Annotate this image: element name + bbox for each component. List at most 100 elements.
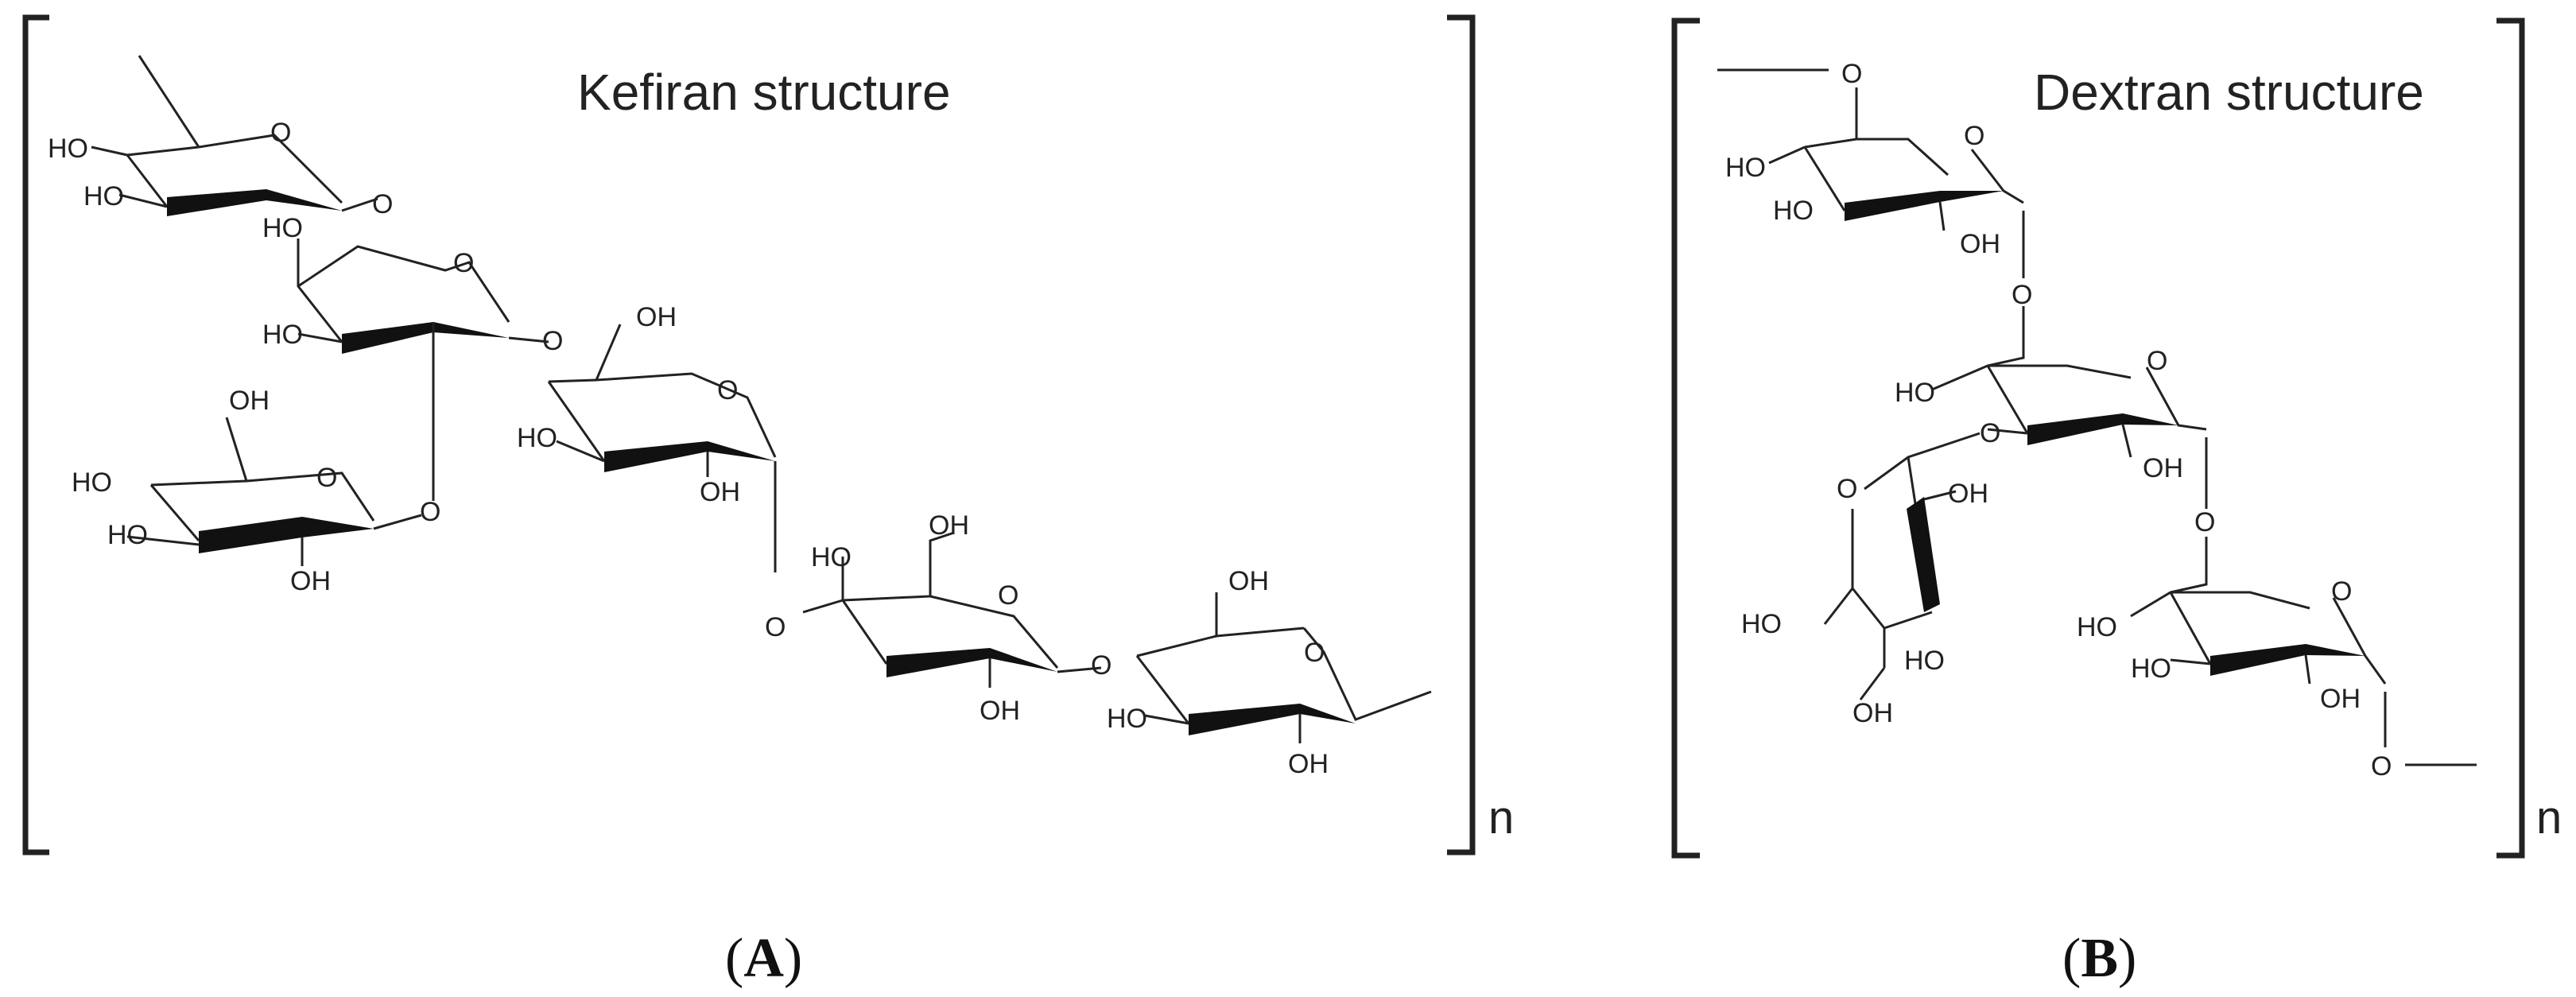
wedge-bond [1845, 191, 2004, 221]
bond-line [138, 55, 200, 148]
bond-line [594, 324, 777, 458]
panel-label-a: (A) [725, 928, 802, 989]
dextran-title: Dextran structure [2034, 64, 2424, 121]
atom-label: O [2331, 576, 2352, 607]
atom-label: O [420, 497, 440, 527]
atom-label: OH [290, 566, 331, 596]
atom-label: OH [2320, 684, 2361, 714]
bond-line [373, 514, 422, 530]
bond-line [2121, 424, 2132, 458]
atom-label: OH [1228, 566, 1269, 596]
bond-line [1938, 201, 1946, 231]
bond-line [149, 484, 200, 541]
bond-line [2145, 367, 2207, 431]
atom-label: O [316, 463, 337, 493]
atom-label: O [2194, 507, 2215, 537]
bond-line [1803, 146, 1846, 211]
bond-line [2304, 654, 2311, 685]
bond-line [198, 134, 343, 204]
atom-label: HO [262, 213, 303, 243]
kefiran-ring-6: OH HO OH O [1107, 566, 1432, 779]
atom-label: O [998, 580, 1018, 611]
atom-label: O [1304, 638, 1325, 668]
atom-label: O [542, 326, 563, 356]
atom-label: HO [1725, 153, 1766, 183]
repeat-subscript-a: n [1488, 792, 1514, 844]
bond-line [297, 245, 510, 323]
dextran-ring-left: O OH HO HO OH [1741, 432, 1988, 728]
bond-line [1884, 611, 1933, 630]
panel-label-b: (B) [2062, 928, 2136, 989]
bond-line [1768, 145, 1806, 165]
bond-line [1302, 627, 1432, 721]
bond-line [126, 535, 200, 546]
dextran-ring-middle: HO O OH O O [1895, 306, 2215, 537]
bond-line [126, 145, 200, 157]
atom-label: HO [262, 320, 303, 350]
bond-line [1823, 588, 1854, 625]
bond-line [1144, 714, 1189, 725]
left-bracket-a [22, 14, 49, 855]
atom-label: O [717, 375, 738, 405]
kefiran-ring-2: HO HO O O [262, 213, 563, 477]
atom-label: HO [72, 467, 112, 498]
bond-line [1931, 364, 2132, 391]
atom-label: OH [229, 386, 270, 416]
bond-line [225, 417, 375, 522]
dextran-ring-top: O HO HO OH O O [1717, 59, 2032, 310]
wedge-bond [604, 441, 775, 472]
panel-b-dextran: n Dextran structure O HO HO OH O O [1671, 17, 2562, 989]
wedge-bond [886, 648, 1057, 677]
atom-label: O [1091, 650, 1111, 681]
bond-line [547, 381, 606, 462]
kefiran-ring-1: O HO HO O [48, 55, 393, 219]
bond-line [1136, 634, 1217, 658]
left-bracket-b [1671, 17, 1700, 859]
kefiran-ring-3: OH HO HO OH O O [72, 386, 440, 596]
bond-line [842, 531, 955, 602]
atom-label: OH [1960, 229, 2000, 259]
bond-line [1057, 666, 1102, 673]
bond-line [118, 193, 168, 208]
panel-a-kefiran: n Kefiran structure O HO HO O HO H [22, 14, 1514, 989]
atom-label: O [1841, 59, 1862, 89]
wedge-bond [1907, 497, 1940, 612]
bond-line [1851, 509, 1886, 629]
atom-label: O [270, 118, 291, 148]
bond-line [508, 336, 549, 343]
atom-label: HO [83, 181, 124, 211]
atom-label: HO [1895, 378, 1935, 408]
wedge-bond [167, 189, 342, 216]
atom-label: HO [811, 542, 852, 572]
atom-label: OH [1852, 698, 1893, 728]
atom-label: O [2012, 280, 2032, 310]
repeat-subscript-b: n [2536, 792, 2562, 844]
bond-line [2170, 537, 2208, 594]
wedge-bond [199, 517, 374, 553]
bond-line [1135, 655, 1190, 724]
atom-label: OH [929, 510, 969, 541]
atom-label: HO [2077, 612, 2117, 642]
bond-line [1907, 456, 1918, 510]
bond-line [1859, 667, 1886, 700]
bond-line [2169, 592, 2212, 665]
bond-line [802, 599, 844, 614]
wedge-bond [2027, 413, 2178, 445]
kefiran-title: Kefiran structure [577, 64, 951, 121]
right-bracket-a [1447, 14, 1476, 855]
bond-line [2332, 597, 2387, 685]
bond-line [556, 440, 605, 463]
bond-line [1923, 490, 1957, 501]
bond-line [1987, 428, 2028, 435]
atom-label: HO [1773, 196, 1814, 226]
atom-label: OH [980, 696, 1020, 726]
atom-label: OH [1948, 479, 1988, 509]
wedge-bond [2210, 644, 2365, 676]
atom-label: O [2147, 346, 2167, 376]
kefiran-ring-5: OH HO OH O O [802, 510, 1111, 726]
atom-label: HO [48, 134, 88, 164]
atom-label: HO [517, 423, 557, 453]
bond-line [1987, 306, 2025, 367]
wedge-bond [342, 322, 509, 354]
